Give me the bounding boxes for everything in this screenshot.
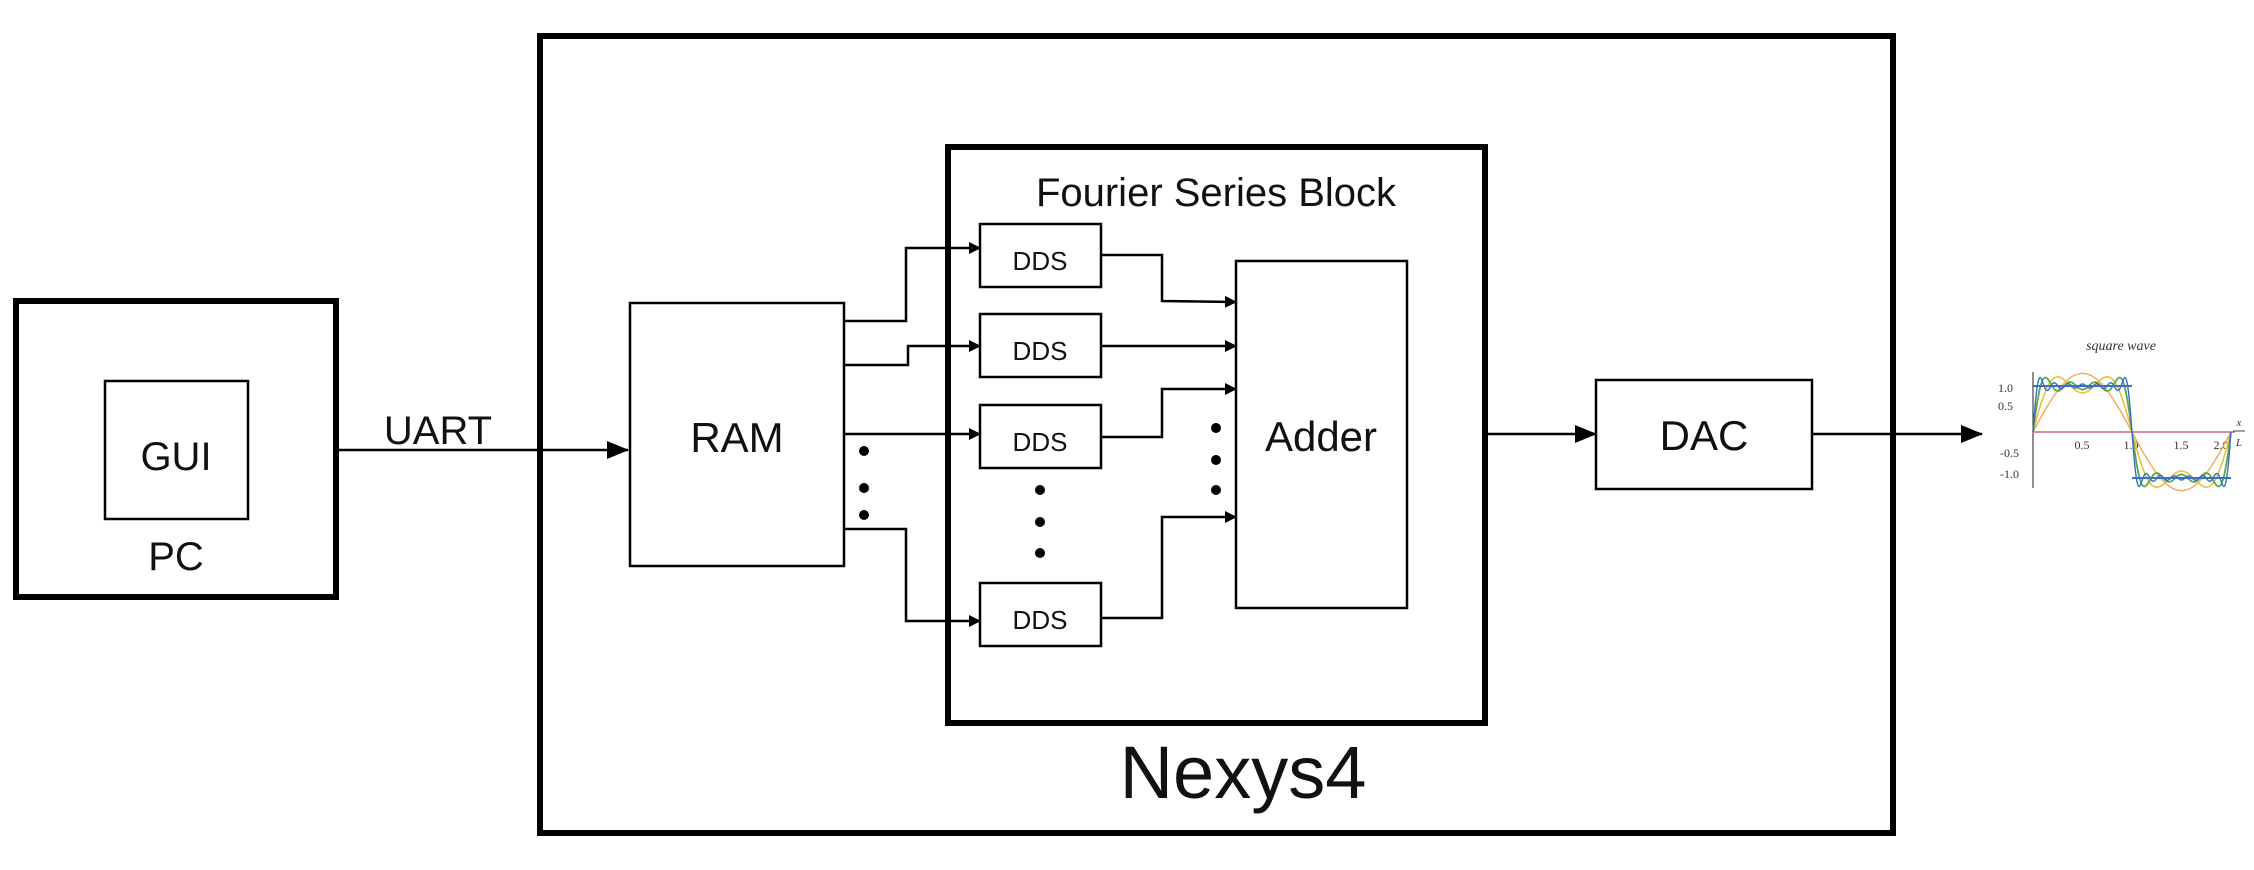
- ram-ellipsis-dot: [859, 483, 869, 493]
- ram-label: RAM: [690, 414, 783, 461]
- dds-box-4: [978, 581, 1103, 648]
- dac-block: DAC: [1594, 378, 1814, 491]
- plot-y-tick-label: 0.5: [1998, 399, 2013, 413]
- dds-1-to-adder-arrow: [1101, 253, 1237, 308]
- pc-label: PC: [148, 535, 204, 579]
- fourier-series-block: Fourier Series Block DDS DDS DDS DDS Add…: [945, 144, 1488, 726]
- plot-wave-curves: [2032, 372, 2232, 492]
- uart-link: UART: [336, 409, 629, 459]
- dds-4-to-adder-arrow: [1101, 511, 1237, 620]
- plot-title: square wave: [2086, 339, 2156, 354]
- ram-to-dds-4-arrow: [844, 527, 981, 627]
- dds-ellipsis-dot: [1035, 517, 1045, 527]
- dds-label-4: DDS: [1013, 605, 1068, 635]
- ram-ellipsis-dot: [859, 510, 869, 520]
- nexys4-label: Nexys4: [1120, 731, 1367, 814]
- dds-ellipsis-dot: [1035, 548, 1045, 558]
- uart-label: UART: [384, 409, 492, 453]
- ram-to-dds-connectors: [844, 242, 981, 627]
- dac-label: DAC: [1660, 412, 1749, 459]
- adder-label: Adder: [1265, 413, 1377, 460]
- plot-x-tick-label: 0.5: [2075, 438, 2090, 452]
- plot-y-tick-label: -1.0: [2000, 467, 2019, 481]
- dds-3-to-adder-arrow: [1101, 383, 1237, 439]
- fourier-title: Fourier Series Block: [1036, 171, 1397, 215]
- ram-to-dds-1-arrow: [844, 242, 981, 323]
- plot-x-tick-label: 2.0: [2214, 438, 2229, 452]
- dds-label-3: DDS: [1013, 427, 1068, 457]
- gui-box: [103, 379, 250, 521]
- plot-y-tick-label: -0.5: [2000, 446, 2019, 460]
- plot-x-axis-label-den: L: [2235, 437, 2242, 449]
- dds-ellipsis-dot: [1035, 485, 1045, 495]
- dds-label-2: DDS: [1013, 336, 1068, 366]
- plot-y-tick-label: 1.0: [1998, 381, 2013, 395]
- adder-ellipsis-dot: [1211, 455, 1221, 465]
- ram-to-dds-2-arrow: [844, 340, 981, 367]
- adder-box: [1234, 259, 1409, 610]
- plot-x-axis-label-num: x: [2236, 417, 2242, 429]
- square-wave-ideal: [2033, 385, 2231, 479]
- ram-block: RAM: [628, 301, 869, 568]
- dds-to-adder-connectors: [1101, 253, 1237, 620]
- square-wave-plot: square wave 1.0 0.5 -0.5 -1.0 0.5 1.0 1.…: [1998, 339, 2245, 492]
- pc-block: GUI PC: [13, 298, 339, 600]
- gui-label: GUI: [140, 435, 211, 479]
- plot-x-tick-label: 1.5: [2174, 438, 2189, 452]
- dds-label-1: DDS: [1013, 246, 1068, 276]
- adder-ellipsis-dot: [1211, 423, 1221, 433]
- adder-ellipsis-dot: [1211, 485, 1221, 495]
- ram-ellipsis-dot: [859, 446, 869, 456]
- wave-curve: [2032, 376, 2232, 488]
